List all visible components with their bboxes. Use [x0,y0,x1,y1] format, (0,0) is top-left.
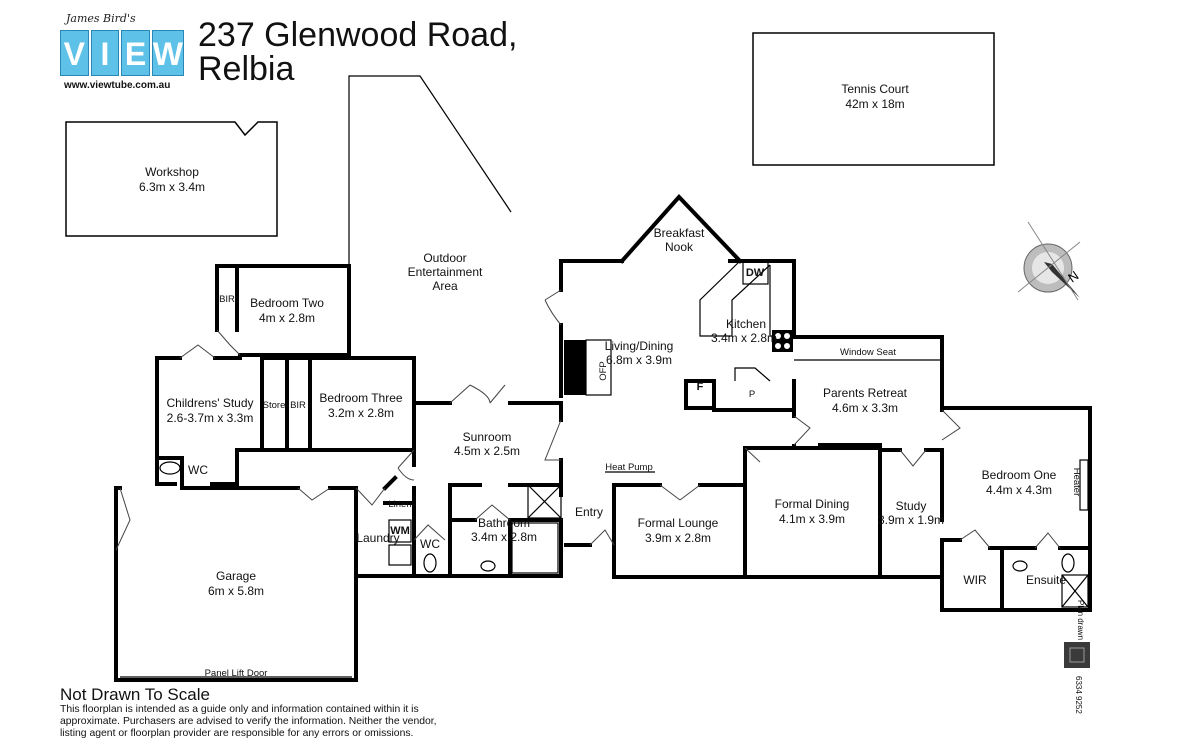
childrens-study-size: 2.6-3.7m x 3.3m [167,411,254,425]
parents-retreat-label: Parents Retreat [823,386,908,400]
shower-icon [1061,574,1089,608]
disclaimer-line-1: This floorplan is intended as a guide on… [60,704,419,715]
fireplace-icon [564,340,586,395]
credit-logo-icon [1064,642,1090,668]
address-line-2: Relbia [198,50,295,88]
bath-icon [511,522,559,574]
basin-icon [480,560,496,572]
tennis-court-label: Tennis Court [841,82,909,96]
tennis-court-size: 42m x 18m [845,97,904,111]
entry-label: Entry [575,505,603,519]
panel-lift-door-label: Panel Lift Door [205,668,268,679]
heater-icon [1079,459,1089,511]
formal-lounge-label: Formal Lounge [638,516,719,530]
logo-letter: E [121,30,150,76]
floorplan-credit: Plan drawn by 6334 9252 [1064,600,1090,714]
bedroom-two-size: 4m x 2.8m [259,311,315,325]
bathroom-size: 3.4m x 2.8m [471,530,537,544]
bedroom-three-size: 3.2m x 2.8m [328,406,394,420]
not-to-scale-heading: Not Drawn To Scale [60,685,210,704]
address-line-1: 237 Glenwood Road, [198,16,518,54]
laundry-tub-icon [388,544,412,566]
outdoor-label-3: Area [432,279,458,293]
formal-dining-size: 4.1m x 3.9m [779,512,845,526]
bir-label: BIR [219,294,235,305]
garage-size: 6m x 5.8m [208,584,264,598]
study-size: 3.9m x 1.9m [878,513,944,527]
workshop-outline [65,121,278,237]
parents-retreat-size: 4.6m x 3.3m [832,401,898,415]
credit-drawn-by: Plan drawn by [1076,600,1085,651]
formal-lounge-size: 3.9m x 2.8m [645,531,711,545]
store-label: Store [263,400,286,411]
disclaimer-line-3: listing agent or floorplan provider are … [60,728,414,739]
logo-letter: V [60,30,89,76]
tennis-court-outline [752,32,995,166]
toilet-icon [1061,553,1075,573]
dishwasher-label: DW [746,267,765,279]
sunroom-size: 4.5m x 2.5m [454,444,520,458]
compass-rose: N [1017,221,1081,301]
kitchen-label: Kitchen [726,317,766,331]
walls [114,194,1092,682]
ensuite-label: Ensuite [1026,573,1066,587]
breakfast-label-1: Breakfast [654,226,705,240]
outdoor-label-2: Entertainment [408,265,483,279]
disclaimer-line-2: approximate. Purchasers are advised to v… [60,716,437,727]
bathroom-label: Bathroom [478,516,530,530]
heater-label: Heater [1071,468,1082,497]
toilet-icon [159,461,181,475]
basin-icon [1012,560,1028,572]
toilet-icon [423,553,437,573]
workshop-label: Workshop [145,165,199,179]
linen-label: Linen [388,499,411,510]
logo-letters: V I E W [60,30,184,76]
wc-label: WC [420,537,440,551]
wir-label: WIR [963,573,987,587]
logo-url: www.viewtube.com.au [64,80,171,91]
washing-machine-label: WM [390,525,410,537]
property-address: 237 Glenwood Road, Relbia [198,18,517,86]
bedroom-one-label: Bedroom One [982,468,1057,482]
living-dining-size: 6.8m x 3.9m [606,353,672,367]
outdoor-label-1: Outdoor [423,251,466,265]
window-seat-label: Window Seat [840,347,896,358]
kitchen-size: 3.4m x 2.8m [711,331,777,345]
open-fireplace-label: OFP [598,361,609,381]
garage-label: Garage [216,569,256,583]
study-label: Study [896,499,927,513]
logo-letter: I [90,30,120,76]
sunroom-label: Sunroom [463,430,512,444]
bir-label: BIR [290,400,306,411]
logo-script: James Bird's [66,12,136,25]
childrens-study-label: Childrens' Study [167,396,254,410]
breakfast-label-2: Nook [665,240,694,254]
bedroom-two-label: Bedroom Two [250,296,324,310]
fridge-label: F [697,381,704,393]
heat-pump-label: Heat Pump [605,462,653,473]
credit-phone: 6334 9252 [1074,676,1083,714]
outdoor-area-outline [348,75,512,355]
wc-label: WC [188,463,208,477]
living-dining-label: Living/Dining [605,339,674,353]
fixtures [159,459,1089,608]
logo-letter: W [151,30,184,76]
laundry-label: Laundry [356,531,399,545]
formal-dining-label: Formal Dining [775,497,850,511]
shower-icon [527,484,562,519]
bedroom-three-label: Bedroom Three [319,391,402,405]
workshop-size: 6.3m x 3.4m [139,180,205,194]
bedroom-one-size: 4.4m x 4.3m [986,483,1052,497]
disclaimer: Not Drawn To Scale This floorplan is int… [60,686,490,740]
door-swings [115,289,1061,551]
pantry-label: P [749,389,755,400]
view-logo: James Bird's V I E W www.viewtube.com.au [60,12,188,94]
washing-machine-icon [388,519,412,543]
